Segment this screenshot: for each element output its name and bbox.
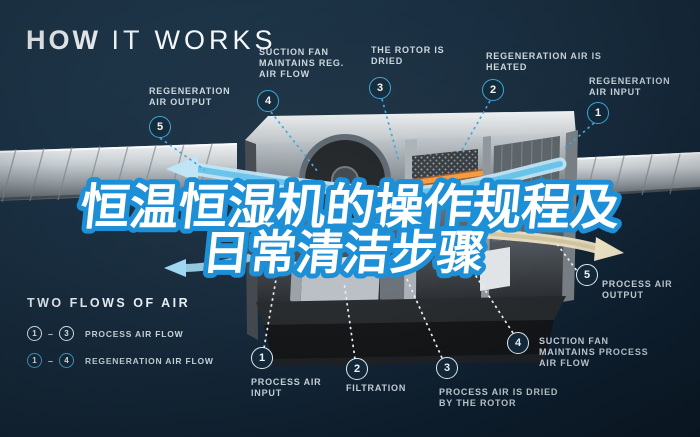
legend-circle-to: 3 [59, 326, 75, 341]
badge-regeneration-3: 3 [369, 77, 391, 99]
rotor-drive-unit [380, 262, 404, 304]
label-process-air-output: PROCESS AIR OUTPUT [602, 279, 673, 300]
label-filtration: FILTRATION [346, 383, 407, 393]
legend-title: TWO FLOWS OF AIR [27, 296, 191, 310]
legend-label-process: PROCESS AIR FLOW [85, 328, 184, 339]
badge-process-3: 3 [436, 357, 458, 379]
label-suction-fan-reg: SUCTION FAN MAINTAINS REG. AIR FLOW [259, 47, 345, 79]
legend-row-process: 1 – 3 PROCESS AIR FLOW [27, 326, 183, 341]
label-regeneration-air-output: REGENERATION AIR OUTPUT [149, 86, 231, 107]
page-title: HOW IT WORKS [26, 25, 277, 56]
legend-separator: – [48, 328, 54, 339]
legend-label-regeneration: REGENERATION AIR FLOW [85, 355, 214, 366]
badge-regeneration-4: 4 [257, 90, 279, 112]
air-flow-arrow-tan [465, 227, 624, 261]
badge-process-5: 5 [576, 264, 598, 286]
page-title-light: IT WORKS [111, 25, 277, 55]
air-flow-arrow-small-blue [164, 254, 252, 277]
label-suction-fan-process: SUCTION FAN MAINTAINS PROCESS AIR FLOW [539, 336, 649, 368]
air-flow-arrow-blue [166, 155, 567, 200]
machine-base [264, 320, 554, 359]
legend-circle-from: 1 [27, 353, 42, 368]
badge-regeneration-5: 5 [149, 116, 171, 138]
right-duct [572, 152, 700, 198]
page-title-bold: HOW [26, 25, 101, 55]
rotor-cassette-panel [480, 247, 510, 291]
regeneration-leader-lines [159, 98, 595, 173]
label-process-air-dried: PROCESS AIR IS DRIED BY THE ROTOR [439, 387, 559, 408]
badge-process-4: 4 [507, 332, 529, 354]
machine-top-panel [245, 111, 576, 146]
badge-regeneration-2: 2 [482, 79, 504, 101]
legend-row-regeneration: 1 – 4 REGENERATION AIR FLOW [27, 353, 214, 368]
badge-process-2: 2 [346, 358, 368, 380]
badge-process-1: 1 [251, 347, 273, 369]
label-regeneration-air-input: REGENERATION AIR INPUT [589, 76, 671, 97]
label-rotor-is-dried: THE ROTOR IS DRIED [371, 45, 445, 66]
machine-body [245, 111, 578, 366]
legend-circle-from: 1 [27, 326, 42, 341]
label-process-air-input: PROCESS AIR INPUT [251, 377, 322, 398]
legend-circle-to: 4 [59, 353, 75, 368]
badge-regeneration-1: 1 [587, 102, 609, 124]
label-regeneration-air-heated: REGENERATION AIR IS HEATED [486, 51, 602, 72]
legend-separator: – [48, 355, 54, 366]
